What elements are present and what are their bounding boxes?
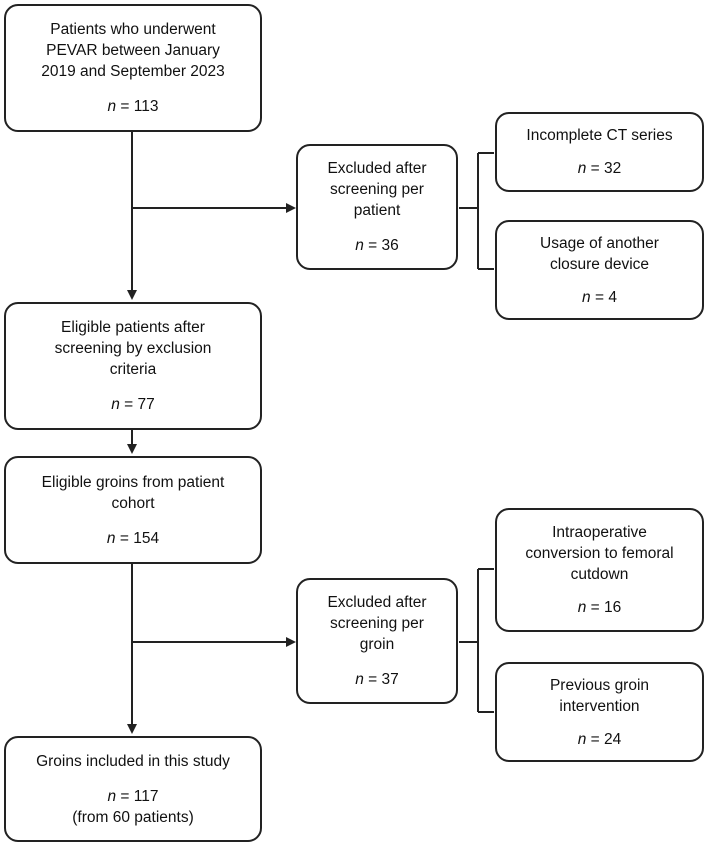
box-eligible-patients: Eligible patients after screening by exc… (4, 302, 262, 430)
count-label: n = 37 (355, 671, 399, 688)
box-previous-groin-intervention: Previous groin intervention n = 24 (495, 662, 704, 762)
count-label: n = 113 (107, 98, 159, 115)
count-label: n = 16 (577, 599, 622, 616)
patients-note: (from 60 patients) (72, 808, 194, 826)
box-excluded-per-groin: Excluded after screening per groin n = 3… (296, 578, 458, 704)
box-other-closure-device: Usage of another closure device n = 4 (495, 220, 704, 320)
box-eligible-groins: Eligible groins from patient cohort n = … (4, 456, 262, 564)
count-label: n = 77 (111, 396, 155, 413)
box-excluded-per-patient: Excluded after screening per patient n =… (296, 144, 458, 270)
count-label: n = 4 (582, 288, 617, 306)
count-label: n = 117 (107, 787, 159, 805)
box-incomplete-ct: Incomplete CT series n = 32 (495, 112, 704, 192)
count-label: n = 24 (577, 730, 622, 748)
count-label: n = 32 (577, 160, 622, 177)
box-pevar-patients: Patients who underwent PEVAR between Jan… (4, 4, 262, 132)
box-groins-included: Groins included in this study n = 117 (f… (4, 736, 262, 842)
count-label: n = 36 (355, 237, 399, 254)
box-femoral-cutdown: Intraoperative conversion to femoral cut… (495, 508, 704, 632)
count-label: n = 154 (106, 529, 160, 547)
